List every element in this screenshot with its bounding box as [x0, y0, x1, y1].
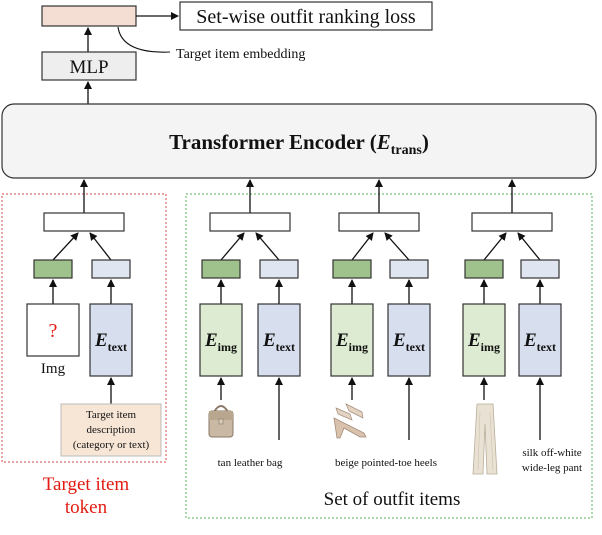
img-feature-to-token-arrow — [220, 232, 245, 261]
missing-image-symbol: ? — [49, 320, 58, 342]
text-feature — [259, 259, 299, 279]
outfit-items-region — [185, 193, 593, 519]
image-encoder — [330, 303, 374, 377]
image-encoder-label: Eimg — [335, 330, 368, 354]
image-feature — [33, 259, 73, 279]
target-embedding-vector — [41, 5, 137, 27]
target-item-column: ? Img Etext Target item description (cat… — [26, 179, 162, 457]
text-feature-to-token-arrow — [255, 232, 280, 261]
image-encoder-label: Eimg — [467, 330, 500, 354]
target-description-line-2: description — [87, 424, 136, 436]
text-encoder — [387, 303, 431, 377]
mlp-label: MLP — [69, 57, 108, 78]
text-encoder-label: Etext — [392, 330, 425, 354]
transformer-encoder-label: Transformer Encoder (Etrans) — [169, 130, 429, 158]
text-encoder — [518, 303, 562, 377]
img-feature-to-token-arrow — [52, 232, 79, 261]
missing-image-box — [26, 303, 80, 357]
text-feature-to-token-arrow — [89, 232, 112, 261]
outfit-item-label: silk off-white — [522, 447, 581, 459]
target-description-line-1: Target item — [86, 409, 136, 421]
text-feature — [389, 259, 429, 279]
pointed-heel-icon — [333, 403, 367, 439]
text-encoder-label: Etext — [523, 330, 556, 354]
image-encoder-label: Eimg — [204, 330, 237, 354]
text-encoder-label: Etext — [262, 330, 295, 354]
text-encoder-label: Etext — [94, 330, 127, 354]
img-label: Img — [41, 361, 66, 377]
leather-bag-icon — [208, 405, 234, 438]
token-embedding — [338, 212, 420, 232]
outfit-item-column: Eimg Etext tan leather bag — [199, 179, 301, 469]
text-feature — [91, 259, 131, 279]
target-embedding-label: Target item embedding — [176, 47, 305, 62]
image-feature — [201, 259, 241, 279]
outfit-item-label: beige pointed-toe heels — [335, 457, 437, 469]
transformer-encoder-box — [1, 103, 597, 179]
embedding-pointer-curve — [117, 26, 171, 53]
text-encoder — [257, 303, 301, 377]
outfit-item-column: Eimg Etext beige pointed-toe heels — [330, 179, 437, 469]
text-feature-to-token-arrow — [517, 232, 541, 261]
target-description-line-3: (category or text) — [73, 439, 150, 451]
token-embedding — [471, 212, 553, 232]
loss-box — [179, 1, 433, 31]
img-feature-to-token-arrow — [351, 232, 374, 261]
outfit-item-column: Eimg Etext silk off-white wide-leg pant — [462, 179, 582, 475]
text-feature — [520, 259, 560, 279]
transformer-label-subscript: trans — [391, 143, 423, 158]
image-encoder — [462, 303, 506, 377]
text-encoder — [89, 303, 133, 377]
outfit-item-label-line-2: wide-leg pant — [522, 462, 582, 474]
image-feature — [332, 259, 372, 279]
target-description-box — [60, 403, 162, 457]
outfit-item-label: tan leather bag — [218, 457, 283, 469]
target-token-label-line-2: token — [65, 497, 108, 518]
wide-leg-pant-icon — [472, 403, 498, 475]
outfit-set-label: Set of outfit items — [324, 489, 461, 510]
loss-label: Set-wise outfit ranking loss — [196, 6, 416, 28]
transformer-label-suffix: ) — [422, 130, 429, 154]
target-token-label-line-1: Target item — [43, 474, 130, 495]
text-feature-to-token-arrow — [384, 232, 410, 261]
transformer-label-prefix: Transformer Encoder ( — [169, 130, 377, 154]
image-feature — [464, 259, 504, 279]
img-feature-to-token-arrow — [483, 232, 507, 261]
token-embedding — [43, 212, 125, 232]
image-encoder — [199, 303, 243, 377]
token-embedding — [209, 212, 291, 232]
transformer-label-symbol: E — [376, 130, 391, 154]
mlp-box — [41, 51, 137, 81]
